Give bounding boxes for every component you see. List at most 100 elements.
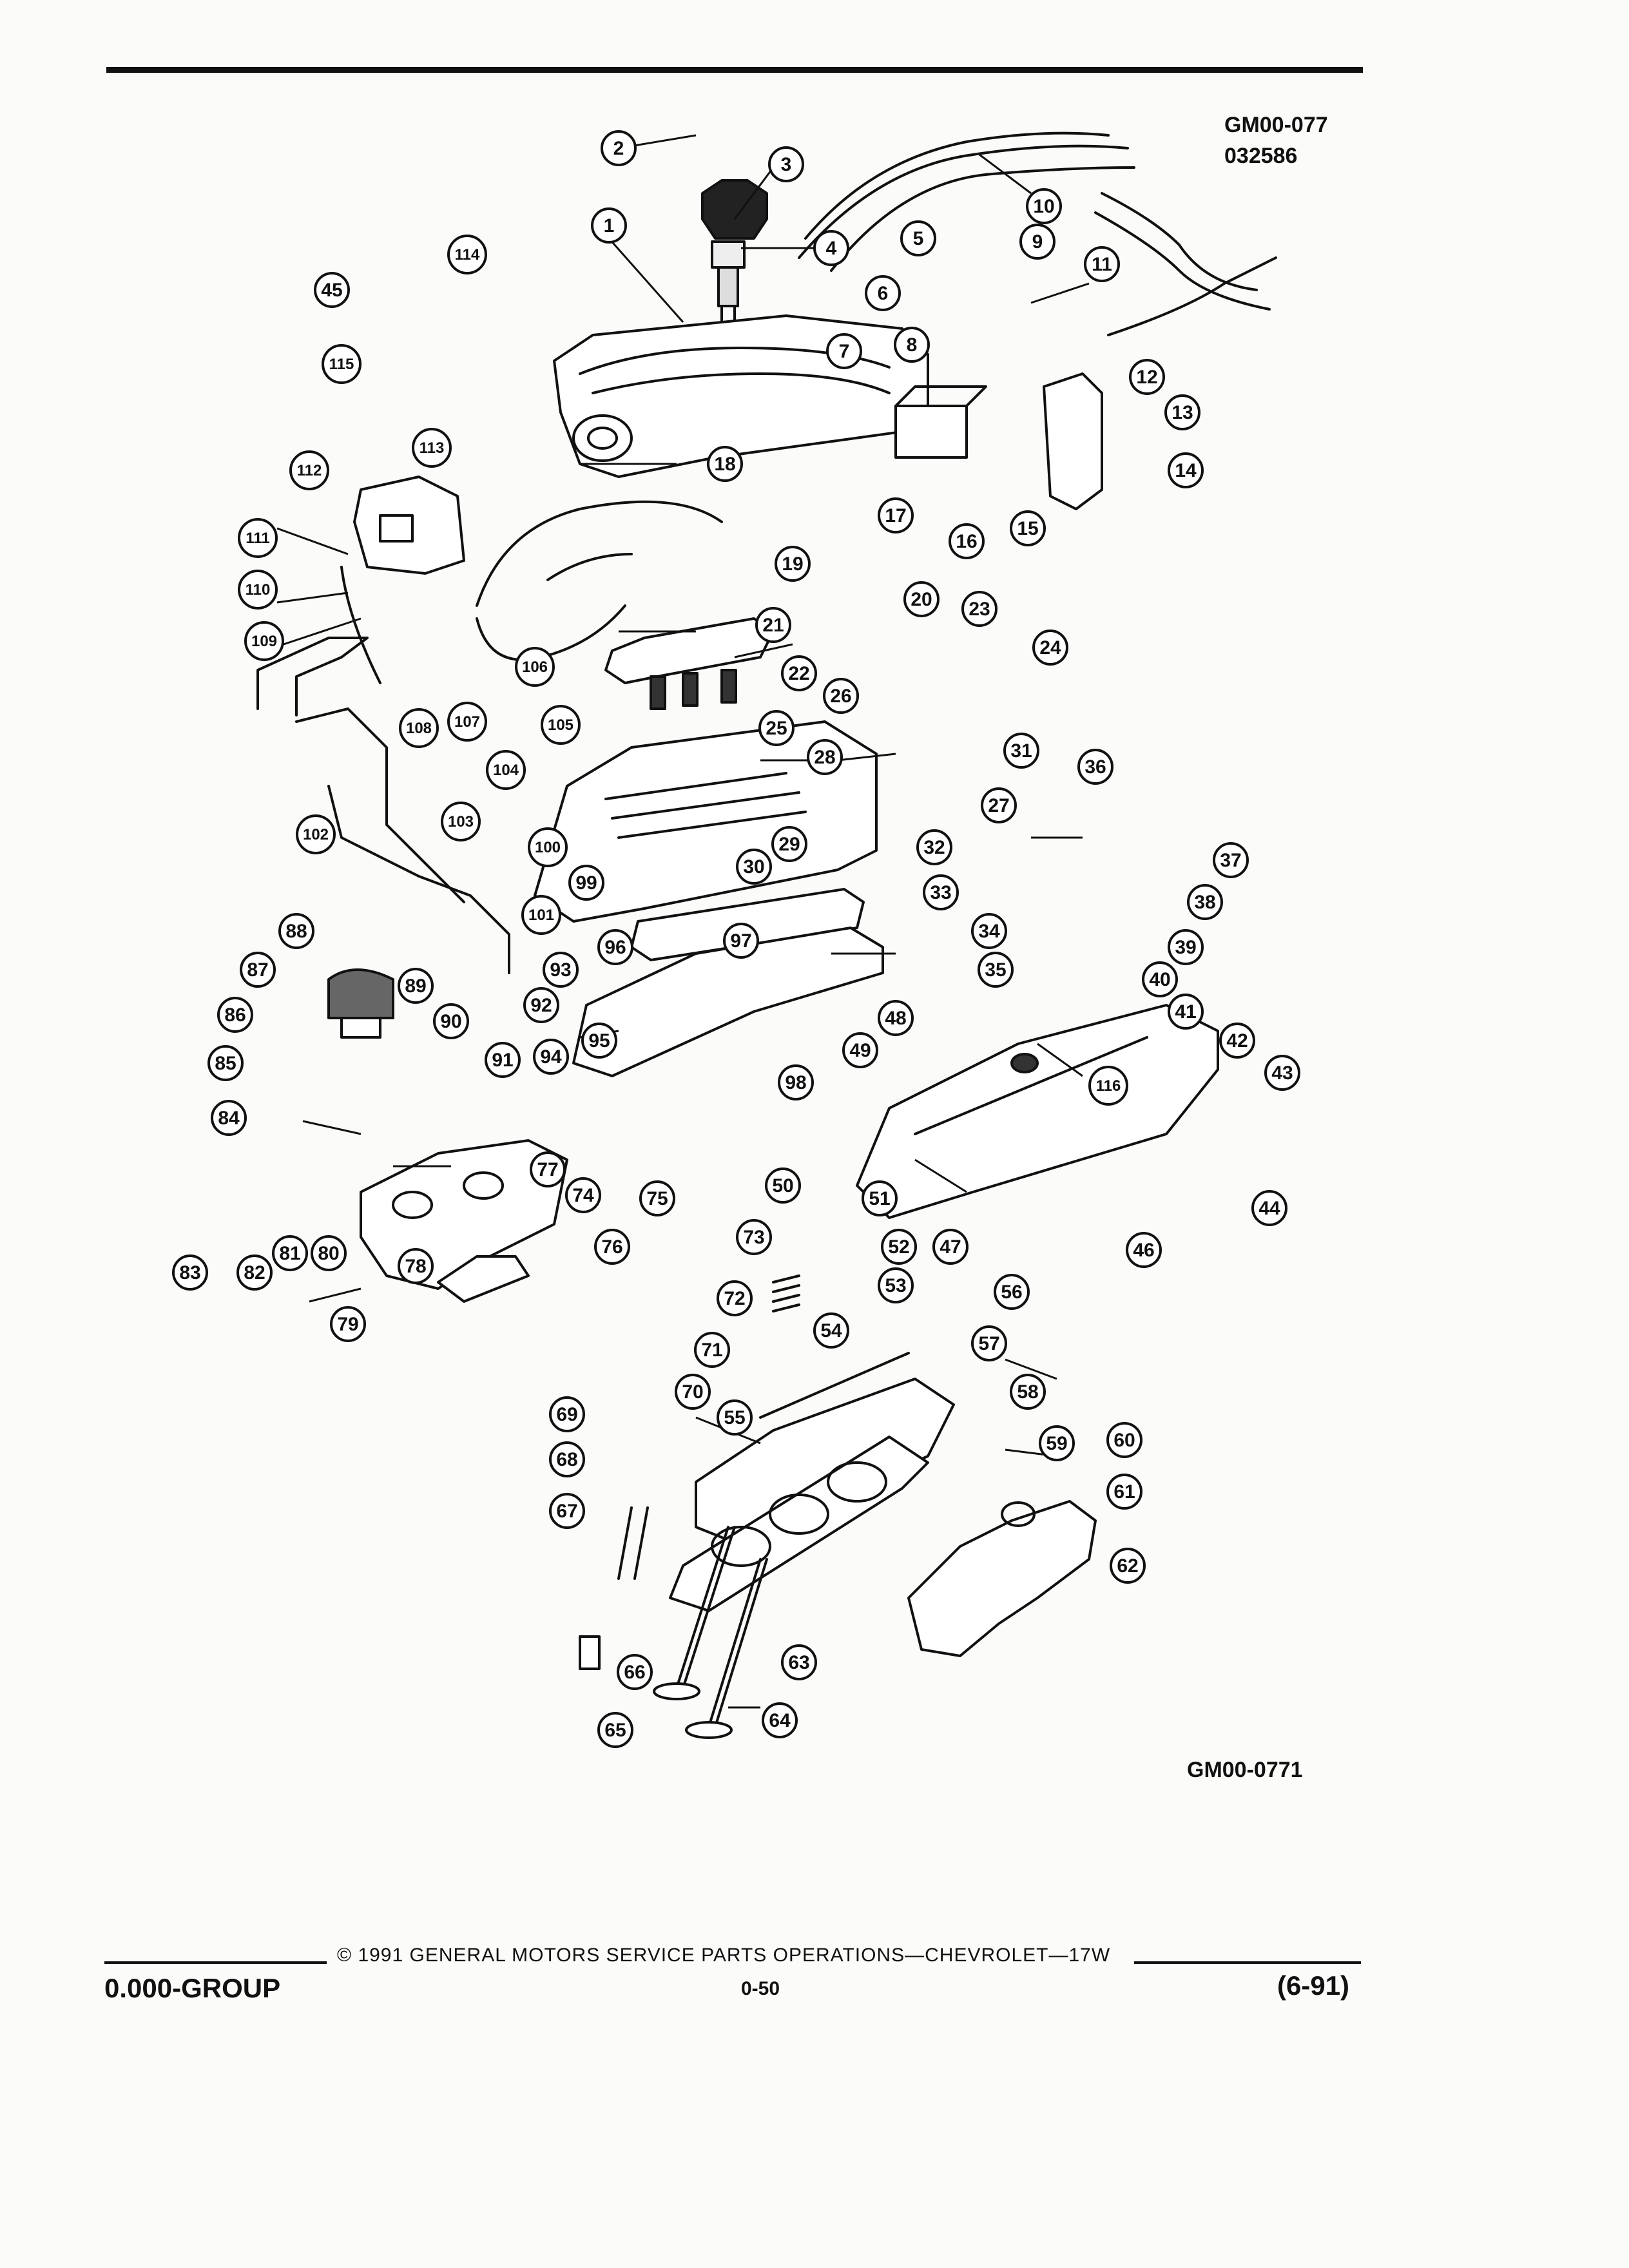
callout-label: 69: [556, 1404, 577, 1425]
callout-28: 28: [807, 739, 843, 775]
callout-label: 62: [1117, 1555, 1138, 1577]
callout-circle: [1077, 749, 1113, 785]
callout-label: 57: [978, 1333, 999, 1354]
callout-114: 114: [447, 235, 487, 274]
callout-111: 111: [238, 518, 278, 558]
callout-circle: [894, 327, 930, 363]
callout-14: 14: [1168, 452, 1204, 488]
callout-circle: [1088, 1066, 1128, 1106]
callout-25: 25: [758, 710, 795, 746]
callout-circle: [617, 1654, 653, 1690]
callout-22: 22: [781, 655, 817, 691]
callout-1: 1: [591, 207, 627, 244]
callout-66: 66: [617, 1654, 653, 1690]
callout-label: 71: [701, 1340, 722, 1361]
callout-label: 4: [826, 238, 837, 259]
callout-35: 35: [978, 952, 1014, 988]
callout-56: 56: [994, 1274, 1030, 1310]
callout-60: 60: [1106, 1422, 1142, 1458]
callout-19: 19: [775, 546, 811, 582]
callout-7: 7: [826, 333, 862, 369]
callout-circle: [826, 333, 862, 369]
coil-bracket-illustration: [894, 372, 1103, 510]
callout-label: 31: [1010, 740, 1032, 762]
callout-circle: [549, 1441, 585, 1477]
callout-circle: [486, 750, 526, 790]
callout-71: 71: [694, 1332, 730, 1368]
callout-label: 24: [1039, 637, 1061, 658]
callout-116: 116: [1088, 1066, 1128, 1106]
callout-label: 3: [781, 154, 792, 175]
callout-label: 37: [1220, 850, 1241, 871]
callout-label: 107: [454, 713, 480, 731]
callout-circle: [1026, 188, 1062, 224]
callout-label: 99: [575, 872, 597, 894]
callout-circle: [322, 344, 361, 384]
callout-label: 25: [766, 718, 787, 739]
callout-circle: [778, 1064, 814, 1100]
callout-label: 76: [601, 1236, 622, 1258]
figure-code: GM00-077: [1224, 113, 1328, 137]
cylinder-head-illustration: [695, 1352, 955, 1541]
callout-label: 50: [772, 1175, 793, 1196]
callout-81: 81: [272, 1235, 308, 1271]
callout-label: 75: [646, 1188, 668, 1209]
callout-49: 49: [842, 1032, 878, 1068]
footer-page-number: 0-50: [741, 1978, 780, 1999]
callout-17: 17: [878, 497, 914, 533]
callout-9: 9: [1019, 224, 1055, 260]
callout-label: 85: [215, 1053, 236, 1074]
callout-label: 116: [1096, 1077, 1121, 1095]
callout-label: 27: [988, 795, 1009, 816]
callout-label: 11: [1092, 254, 1112, 275]
bracket-illustration: [437, 1255, 530, 1303]
callout-label: 90: [440, 1011, 461, 1032]
callout-68: 68: [549, 1441, 585, 1477]
callout-89: 89: [398, 968, 434, 1004]
callout-113: 113: [412, 428, 452, 468]
callout-circle: [1003, 733, 1039, 769]
callout-label: 35: [985, 959, 1006, 981]
callout-label: 70: [682, 1381, 703, 1403]
callout-label: 95: [588, 1030, 610, 1052]
callout-circle: [813, 230, 849, 266]
callout-circle: [272, 1235, 308, 1271]
callout-circle: [675, 1374, 711, 1410]
callout-circle: [597, 929, 633, 965]
callout-label: 91: [492, 1050, 513, 1071]
callout-circle: [541, 705, 581, 745]
callout-92: 92: [523, 987, 559, 1023]
callout-112: 112: [289, 450, 329, 490]
callout-label: 44: [1258, 1198, 1280, 1219]
callout-4: 4: [813, 230, 849, 266]
callout-circle: [240, 952, 276, 988]
callout-label: 20: [911, 589, 932, 610]
callout-label: 103: [448, 813, 474, 831]
callout-circle: [330, 1306, 366, 1342]
callout-label: 17: [885, 505, 906, 526]
callout-circle: [768, 146, 804, 182]
callout-circle: [1010, 1374, 1046, 1410]
callout-circle: [311, 1235, 347, 1271]
callout-87: 87: [240, 952, 276, 988]
callout-label: 42: [1226, 1030, 1248, 1052]
callout-circle: [807, 739, 843, 775]
callout-53: 53: [878, 1267, 914, 1303]
callout-47: 47: [932, 1229, 969, 1265]
callout-label: 94: [540, 1046, 562, 1068]
callout-circle: [1168, 994, 1204, 1030]
pipes-illustration: [256, 566, 510, 974]
callout-26: 26: [823, 678, 859, 714]
callout-label: 38: [1194, 892, 1215, 913]
callout-circle: [771, 826, 807, 862]
callout-label: 63: [788, 1652, 809, 1673]
callout-label: 19: [782, 553, 803, 575]
callout-circle: [971, 1325, 1007, 1361]
callout-label: 53: [885, 1275, 906, 1296]
callout-106: 106: [515, 647, 555, 687]
callout-label: 49: [849, 1040, 871, 1061]
callout-39: 39: [1168, 929, 1204, 965]
callout-21: 21: [755, 607, 791, 643]
callout-label: 72: [724, 1288, 745, 1309]
callout-label: 66: [624, 1662, 645, 1683]
